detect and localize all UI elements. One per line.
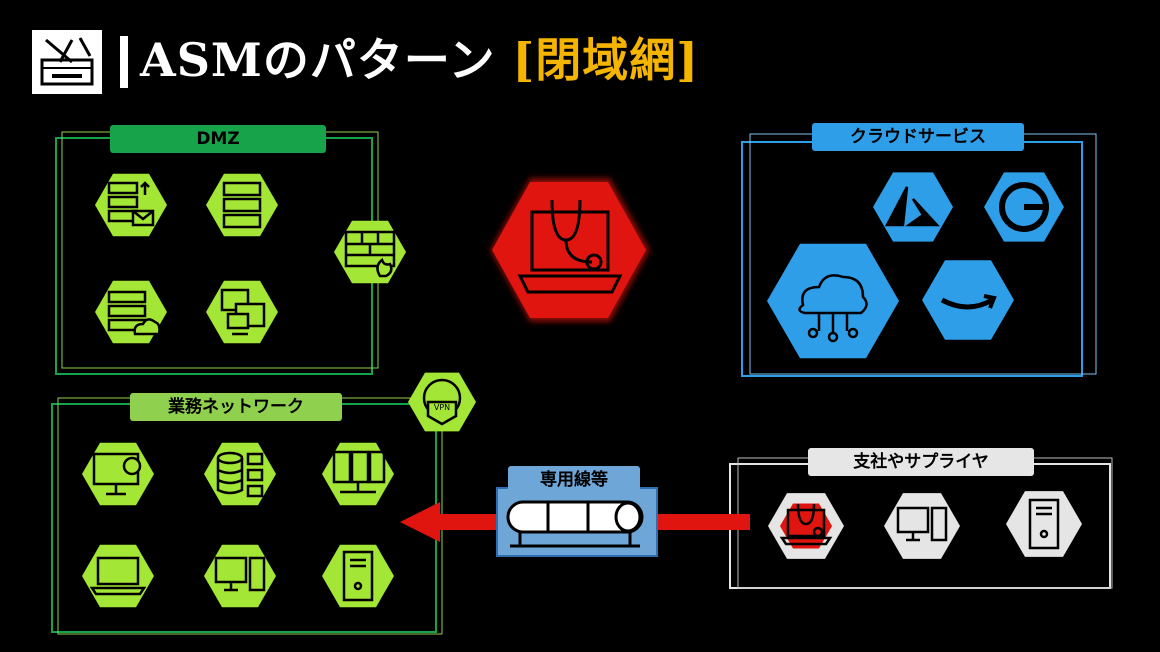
title-divider: [120, 36, 128, 88]
diagnostic-laptop-icon: [779, 503, 833, 549]
desktop-pc-icon: [204, 544, 276, 608]
google-cloud-logo-icon: [984, 172, 1064, 242]
mail-server-icon: [95, 173, 167, 237]
cloud-network-icon: [767, 243, 899, 359]
server-network-icon: [322, 442, 394, 506]
computer-settings-icon: [82, 442, 154, 506]
vpn-shield-icon: VPN: [408, 372, 476, 432]
logo-icon: [32, 30, 102, 94]
branch-tower-pc-icon: [1006, 491, 1082, 557]
azure-logo-icon: [873, 172, 953, 242]
dmz-label: DMZ: [110, 125, 326, 153]
page-title: ASMのパターン [閉域網]: [140, 33, 700, 87]
branch-label: 支社やサプライヤ: [808, 448, 1034, 476]
branch-desktop-pc-icon: [884, 493, 960, 559]
asm-diagnostic-laptop-icon: [490, 178, 650, 322]
database-files-icon: [204, 442, 276, 506]
svg-text:VPN: VPN: [434, 403, 450, 412]
laptop-icon: [82, 544, 154, 608]
business-label: 業務ネットワーク: [130, 393, 342, 421]
cloud-server-icon: [95, 280, 167, 344]
server-rack-icon: [206, 173, 278, 237]
leased-line-label: 専用線等: [508, 466, 640, 494]
leased-line-icon: [496, 487, 658, 557]
firewall-icon: [334, 220, 406, 284]
amazon-logo-icon: [922, 260, 1014, 340]
tower-pc-icon: [322, 544, 394, 608]
cloud-label: クラウドサービス: [812, 123, 1024, 151]
remote-desktop-icon: [206, 280, 278, 344]
